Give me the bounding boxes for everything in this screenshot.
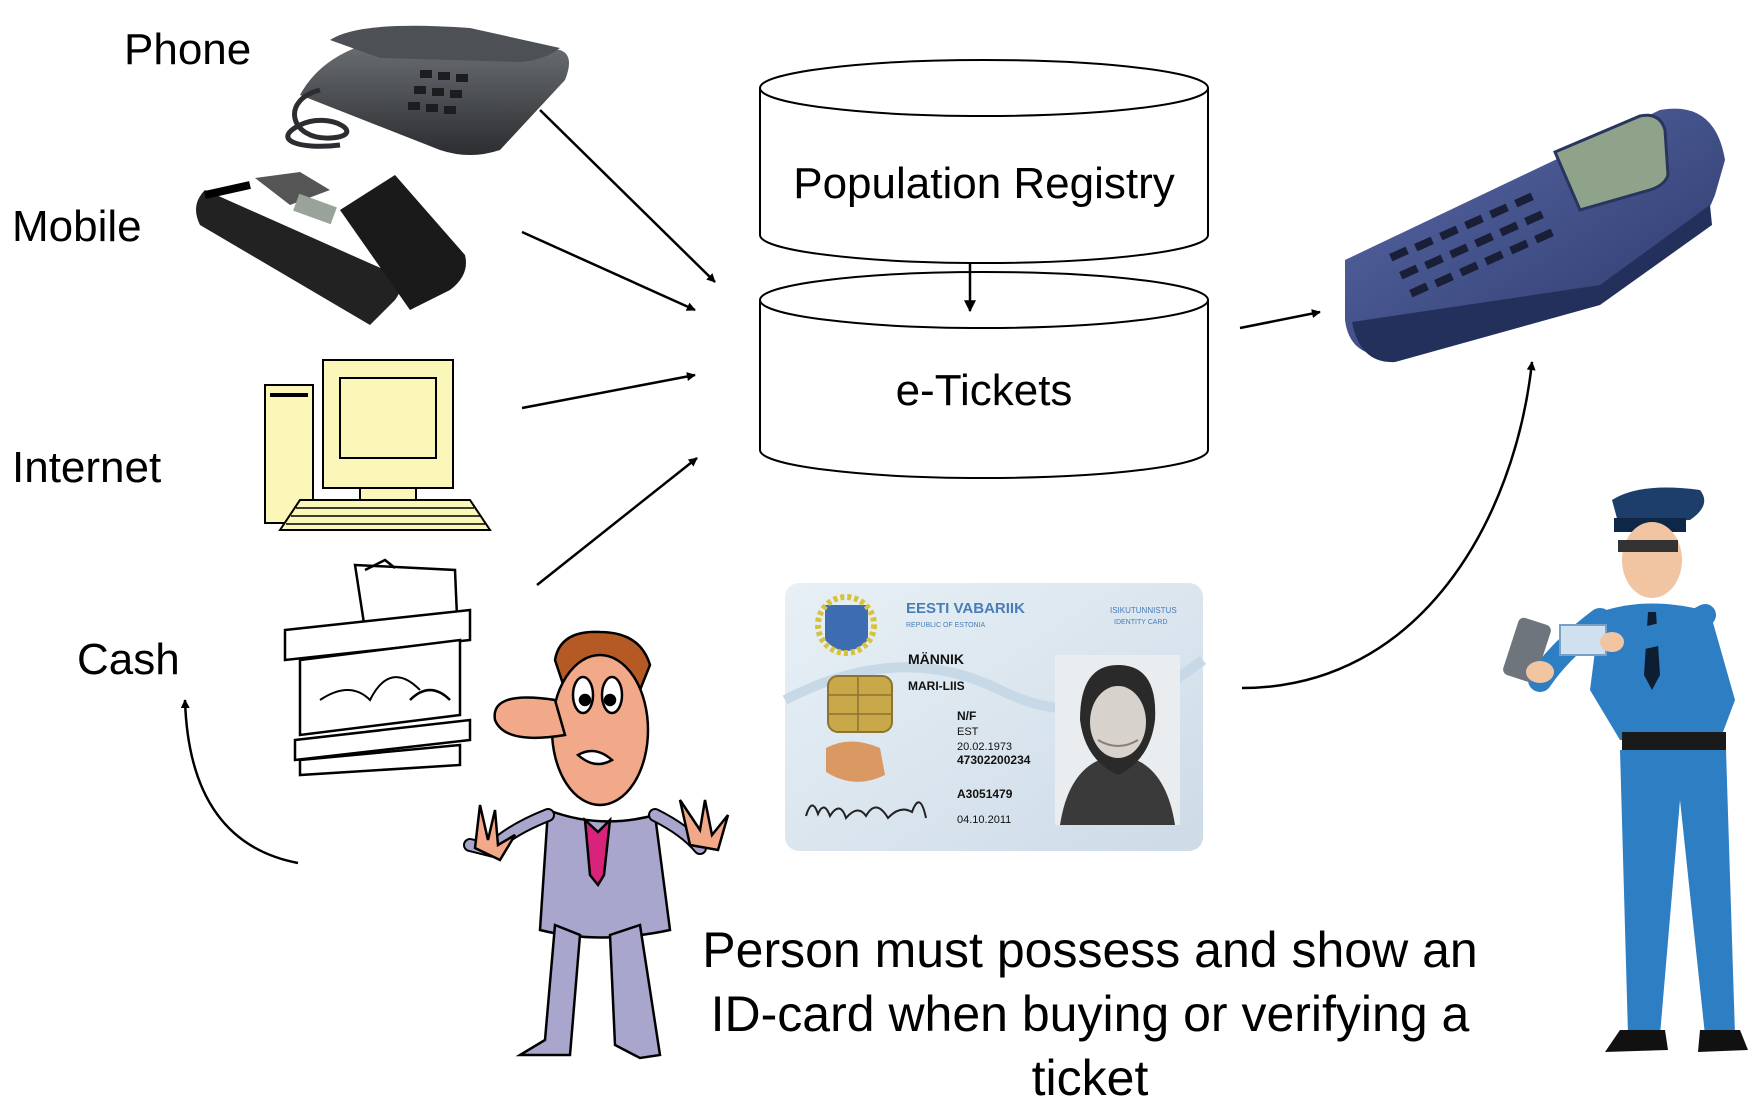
population-registry-db (759, 59, 1209, 264)
caption-line-1: Person must possess and show an (702, 922, 1478, 978)
card-country: EESTI VABARIIK (906, 600, 1025, 617)
card-country-sub: REPUBLIC OF ESTONIA (906, 622, 986, 629)
handheld-ticket-reader-icon (1345, 108, 1725, 363)
coat-of-arms-icon (815, 594, 877, 656)
caption-line-3: ticket (1031, 1050, 1149, 1106)
confused-man-icon (463, 630, 730, 1060)
arrow-customer-to-cash (180, 699, 299, 865)
card-type: ISIKUTUNNISTUS (1110, 606, 1177, 615)
e-tickets-db (759, 271, 1209, 479)
cash-label: Cash (77, 635, 180, 684)
card-document-number: A3051479 (957, 787, 1013, 801)
caption: Person must possess and show an ID-card … (640, 918, 1540, 1110)
arrow-cash-to-tickets (536, 457, 698, 586)
internet-label: Internet (12, 443, 162, 492)
arrow-internet-to-tickets (521, 372, 696, 410)
card-nationality: EST (957, 726, 979, 738)
chip-icon (827, 675, 893, 733)
mobile-phone-icon (196, 172, 466, 325)
card-birth-date: 20.02.1973 (957, 741, 1012, 753)
id-card: EESTI VABARIIK REPUBLIC OF ESTONIA ISIKU… (782, 583, 1207, 851)
population-registry-label: Population Registry (793, 159, 1175, 208)
card-expiry-date: 04.10.2011 (957, 814, 1011, 826)
card-photo (1055, 655, 1180, 825)
ticket-kiosk-icon (283, 558, 472, 777)
e-tickets-label: e-Tickets (896, 366, 1073, 415)
card-type-sub: IDENTITY CARD (1114, 619, 1168, 626)
lions-emblem-icon (826, 741, 885, 782)
caption-line-2: ID-card when buying or verifying a (710, 986, 1470, 1042)
card-surname: MÄNNIK (908, 651, 964, 667)
arrow-phone-to-tickets (539, 109, 716, 283)
phone-label: Phone (124, 25, 252, 74)
card-personal-code: 47302200234 (957, 753, 1031, 767)
card-sex: N/F (957, 709, 976, 723)
arrow-mobile-to-tickets (521, 230, 696, 312)
card-given-name: MARI-LIIS (908, 679, 965, 693)
card-signature (805, 801, 927, 820)
desk-phone-icon (285, 25, 569, 155)
mobile-label: Mobile (12, 202, 142, 251)
ticket-inspector-icon (1503, 487, 1748, 1052)
arrow-idcard-to-reader (1241, 361, 1536, 690)
computer-icon (264, 359, 492, 531)
arrow-tickets-to-reader (1239, 309, 1321, 330)
